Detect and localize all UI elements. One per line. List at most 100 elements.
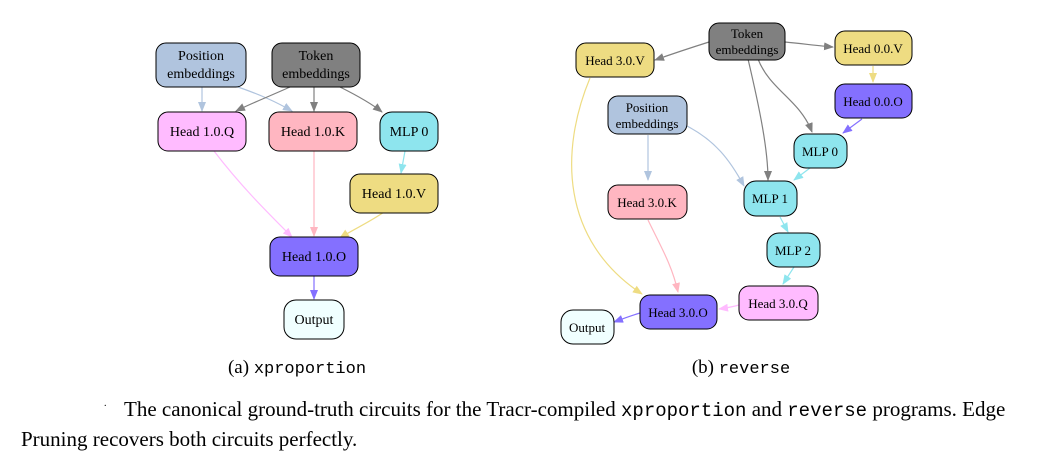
- node-box: [575, 42, 655, 78]
- node-head-3-0-v: Head 3.0.V: [575, 42, 655, 78]
- edge-mlp-0-to-head-1-0-v: [398, 150, 407, 174]
- node-box: [155, 42, 247, 88]
- node-head-1-0-o: Head 1.0.O: [269, 236, 359, 277]
- panel-a-caption: (a) xproportion: [228, 357, 366, 379]
- node-label: Head 3.0.O: [648, 305, 708, 320]
- edge-mlp-1-to-mlp-2: [779, 216, 789, 233]
- caption-part1: The canonical ground-truth circuits for …: [124, 397, 622, 421]
- node-token-embeddings: Token embeddings: [271, 42, 361, 88]
- node-box: [349, 173, 439, 214]
- node-box: [607, 184, 688, 220]
- edge-token-to-mlp-0: [339, 86, 383, 113]
- node-mlp-0: MLP 0: [793, 133, 848, 169]
- panel-a-prefix: (a): [228, 357, 249, 378]
- edge-mlp-0-to-mlp-1: [793, 167, 811, 181]
- panel-b-nodes: Token embeddings Head 3.0.V Head 0.0.V H…: [560, 22, 913, 345]
- panel-a-program: xproportion: [254, 360, 366, 379]
- edge-mlp-2-to-head-3-0-q: [782, 266, 795, 285]
- node-box: [607, 95, 688, 135]
- edge-head-0-0-o-to-mlp-0: [842, 118, 863, 134]
- node-label: Output: [569, 320, 606, 335]
- panel-b-prefix: (b): [692, 357, 714, 378]
- node-label-line2: embeddings: [616, 116, 679, 131]
- edge-token-to-mlp-1: [747, 58, 772, 181]
- node-box: [268, 111, 358, 152]
- edge-token-to-mlp-0: [757, 58, 813, 133]
- node-label-line2: embeddings: [716, 42, 779, 57]
- node-box: [269, 236, 359, 277]
- node-label-line2: embeddings: [282, 67, 350, 82]
- panel-a-edges: [198, 84, 407, 300]
- edge-token-to-head-1-0-q: [235, 86, 291, 112]
- node-box: [271, 42, 361, 88]
- edge-token-to-head-3-0-v: [654, 41, 710, 61]
- node-box: [708, 22, 786, 61]
- node-label: Head 3.0.K: [617, 195, 677, 210]
- node-mlp-0: MLP 0: [379, 111, 439, 152]
- edge-head-3-0-o-to-output: [613, 312, 641, 323]
- node-label: MLP 0: [390, 125, 429, 140]
- edge-head-1-0-v-to-head-1-0-o: [339, 211, 385, 239]
- node-label-line1: Position: [626, 100, 669, 115]
- node-box: [157, 111, 247, 152]
- edge-position-to-mlp-1: [684, 124, 745, 187]
- node-label-line1: Token: [731, 26, 764, 41]
- caption-part2: and: [746, 397, 788, 421]
- node-position-embeddings: Position embeddings: [607, 95, 688, 135]
- node-label: Head 3.0.V: [585, 53, 645, 68]
- edge-position-to-head-1-0-k: [231, 84, 293, 112]
- panel-b-edges: [571, 41, 877, 323]
- caption-code2: reverse: [787, 400, 868, 422]
- node-label: Head 1.0.O: [282, 250, 346, 265]
- node-box: [560, 309, 615, 345]
- figure-caption: The canonical ground-truth circuits for …: [21, 395, 1043, 453]
- node-label: Output: [295, 313, 334, 328]
- panel-b-program: reverse: [719, 360, 790, 379]
- node-head-3-0-q: Head 3.0.Q: [738, 285, 819, 321]
- caption-code1: xproportion: [621, 400, 747, 422]
- node-box: [283, 299, 345, 340]
- node-label: Head 1.0.V: [362, 187, 426, 202]
- node-label: MLP 2: [775, 243, 811, 258]
- node-label: MLP 1: [752, 191, 788, 206]
- node-head-1-0-q: Head 1.0.Q: [157, 111, 247, 152]
- node-box: [793, 133, 848, 169]
- node-label: Head 0.0.O: [843, 94, 903, 109]
- node-box: [639, 294, 718, 330]
- node-head-1-0-k: Head 1.0.K: [268, 111, 358, 152]
- node-label: Head 3.0.Q: [748, 296, 808, 311]
- node-label: Head 0.0.V: [843, 41, 903, 56]
- node-box: [834, 30, 913, 66]
- figure-diagrams: Position embeddings Token embeddings Hea…: [155, 22, 913, 379]
- node-box: [834, 83, 913, 119]
- node-head-1-0-v: Head 1.0.V: [349, 173, 439, 214]
- node-label: Head 1.0.Q: [170, 125, 234, 140]
- node-label-line1: Token: [299, 49, 334, 64]
- node-output: Output: [560, 309, 615, 345]
- node-token-embeddings: Token embeddings: [708, 22, 786, 61]
- edge-head-1-0-q-to-head-1-0-o: [213, 150, 293, 238]
- panel-b-caption: (b) reverse: [692, 357, 790, 379]
- caption-part3: programs. Edge Pruning recovers both cir…: [21, 397, 1006, 451]
- node-label-line2: embeddings: [167, 67, 235, 82]
- node-head-3-0-k: Head 3.0.K: [607, 184, 688, 220]
- node-box: [379, 111, 439, 152]
- edge-token-to-head-0-0-v: [784, 41, 834, 51]
- node-mlp-2: MLP 2: [766, 232, 821, 268]
- node-box: [766, 232, 821, 268]
- edge-head-3-0-q-to-head-3-0-o: [718, 303, 740, 312]
- node-head-0-0-o: Head 0.0.O: [834, 83, 913, 119]
- node-label: Head 1.0.K: [281, 125, 345, 140]
- edge-head-3-0-k-to-head-3-0-o: [647, 219, 680, 293]
- node-position-embeddings: Position embeddings: [155, 42, 247, 88]
- node-mlp-1: MLP 1: [743, 180, 798, 217]
- node-label-line1: Position: [178, 49, 224, 64]
- node-box: [738, 285, 819, 321]
- panel-a-nodes: Position embeddings Token embeddings Hea…: [155, 42, 439, 340]
- node-box: [743, 180, 798, 217]
- caption-marker: .: [104, 398, 107, 409]
- node-head-0-0-v: Head 0.0.V: [834, 30, 913, 66]
- node-output: Output: [283, 299, 345, 340]
- node-label: MLP 0: [802, 144, 838, 159]
- edge-head-3-0-v-to-head-3-0-o: [571, 77, 643, 295]
